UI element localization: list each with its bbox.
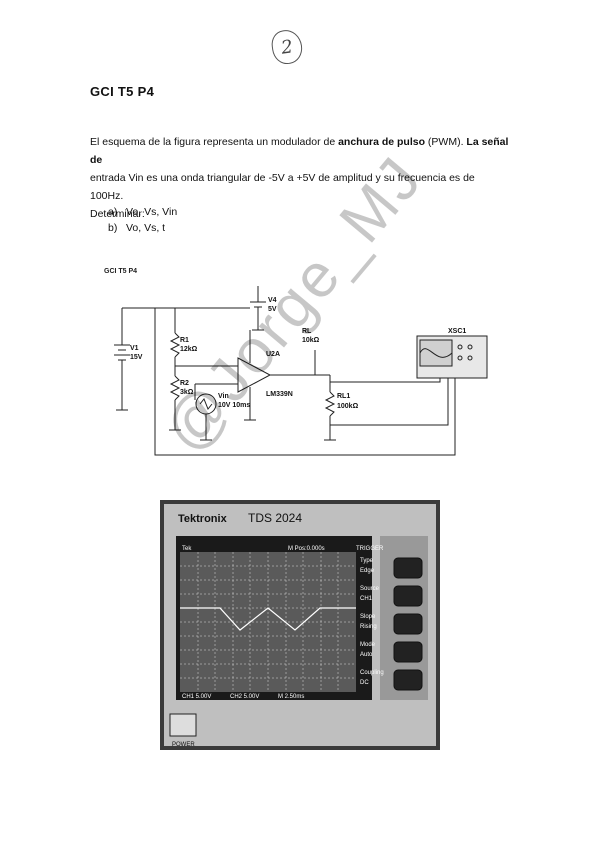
wire xyxy=(154,308,456,456)
u2a-label: U2A xyxy=(266,351,280,358)
question-item: b) Vo, Vs, t xyxy=(108,222,165,234)
statement-bold: anchura de pulso xyxy=(338,136,426,148)
question-key: a) xyxy=(108,206,118,218)
scope-menu-item: Rising xyxy=(360,624,377,630)
rl1-value: 100kΩ xyxy=(337,403,359,410)
statement-text: entrada Vin es una onda triangular de -5… xyxy=(90,172,475,202)
scope-menu-item: Type xyxy=(360,558,374,564)
question-key: b) xyxy=(108,222,118,234)
vin-value: 10V 10ms xyxy=(218,402,250,409)
question-item: a) Vo, Vs, Vin xyxy=(108,206,177,218)
question-text: Vo, Vs, Vin xyxy=(126,206,178,218)
r2-value: 3kΩ xyxy=(180,389,194,396)
v1-value: 15V xyxy=(130,354,143,361)
r2-label: R2 xyxy=(180,380,189,387)
scope-waveform xyxy=(180,607,356,631)
power-label: POWER xyxy=(172,742,195,748)
r1-value: 12kΩ xyxy=(180,346,198,353)
scope-menu-item: CH1 xyxy=(360,596,373,602)
scope-menu-item: DC xyxy=(360,680,369,686)
scope-trigger: TRIGGER xyxy=(356,546,384,552)
vin-label: Vin xyxy=(218,393,229,400)
rl-value: 10kΩ xyxy=(302,337,320,344)
scope-menu-item: Mode xyxy=(360,642,376,648)
scope-status: CH2 5.00V xyxy=(230,694,259,700)
r1-label: R1 xyxy=(180,337,189,344)
scope-menu-item: Edge xyxy=(360,568,375,574)
scope-menu-item: Auto xyxy=(360,652,373,658)
v4-value: 5V xyxy=(268,306,277,313)
schematic-title: GCI T5 P4 xyxy=(104,268,138,275)
scope-status: CH1 5.00V xyxy=(182,694,211,700)
statement-text: Determinar: xyxy=(90,208,145,220)
statement-text: El esquema de la figura representa un mo… xyxy=(90,136,339,148)
rl-label: RL xyxy=(302,328,312,335)
oscilloscope-photo: Tektronix TDS 2024 POWER Tek M Pos:0.000… xyxy=(160,500,440,750)
statement-text: (PWM). xyxy=(425,136,467,148)
problem-statement: El esquema de la figura representa un mo… xyxy=(90,133,510,223)
document-title: GCI T5 P4 xyxy=(90,84,155,99)
v1-label: V1 xyxy=(130,345,139,352)
scope-status: M 2.50ms xyxy=(278,694,304,700)
v4-label: V4 xyxy=(268,297,277,304)
scope-menu-item: Source xyxy=(360,586,380,592)
xsc-label: XSC1 xyxy=(448,328,466,335)
scope-brand: Tektronix xyxy=(178,513,228,525)
rl1-label: RL1 xyxy=(337,393,350,400)
ic-label: LM339N xyxy=(266,391,293,398)
scope-tek: Tek xyxy=(182,546,192,552)
scope-menu-item: Slope xyxy=(360,614,376,620)
statement-bold: La señal de xyxy=(90,136,509,166)
scope-menu-item: Coupling xyxy=(360,670,384,676)
scope-pos: M Pos:0.000s xyxy=(288,546,325,552)
scope-model: TDS 2024 xyxy=(248,511,302,525)
question-text: Vo, Vs, t xyxy=(126,222,166,234)
